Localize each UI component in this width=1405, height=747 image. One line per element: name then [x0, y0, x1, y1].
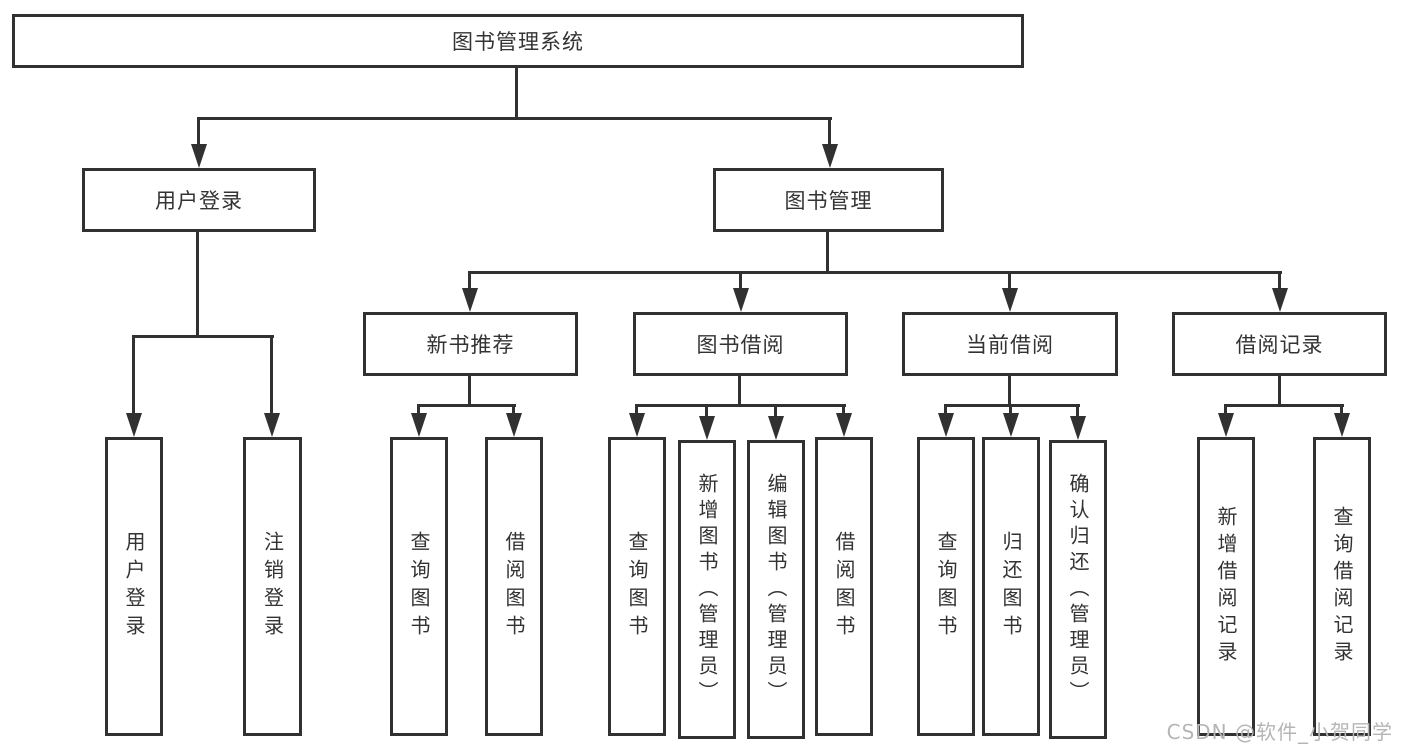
- leaf-label: 查询图书: [407, 530, 431, 643]
- connector-hline: [197, 117, 832, 120]
- connector-vline: [512, 404, 515, 418]
- connector-vline: [132, 335, 135, 415]
- leaf-cb-confirm-return-admin: 确认归还（管理员）: [1049, 440, 1107, 739]
- connector-hline: [1224, 404, 1344, 407]
- node-new-book-recommend: 新书推荐: [363, 312, 578, 376]
- connector-arrowhead: [699, 416, 715, 440]
- connector-vline: [1076, 404, 1079, 418]
- connector-arrowhead: [462, 288, 478, 312]
- leaf-label: 归还图书: [999, 530, 1023, 643]
- connector-vline: [1008, 376, 1011, 407]
- leaf-label: 查询图书: [625, 530, 649, 643]
- node-book-borrowing: 图书借阅: [633, 312, 848, 376]
- node-label: 图书借阅: [696, 333, 785, 357]
- leaf-br-query-record: 查询借阅记录: [1313, 437, 1371, 736]
- leaf-label: 注销登录: [260, 530, 285, 643]
- connector-vline: [515, 68, 518, 118]
- node-label: 图书管理: [784, 189, 873, 213]
- connector-arrowhead: [506, 413, 522, 437]
- connector-arrowhead: [822, 144, 838, 168]
- node-borrow-records: 借阅记录: [1172, 312, 1387, 376]
- connector-arrowhead: [1218, 413, 1234, 437]
- connector-arrowhead: [1272, 288, 1288, 312]
- connector-hline: [944, 404, 1080, 407]
- connector-vline: [842, 404, 845, 418]
- leaf-rec-borrow-books: 借阅图书: [485, 437, 543, 736]
- connector-vline: [197, 117, 200, 147]
- leaf-logout: 注销登录: [243, 437, 302, 736]
- connector-hline: [132, 335, 274, 338]
- leaf-label: 用户登录: [122, 530, 146, 643]
- leaf-label: 借阅图书: [502, 530, 526, 643]
- connector-arrowhead: [733, 288, 749, 312]
- connector-arrowhead: [1334, 413, 1350, 437]
- connector-arrowhead: [1003, 413, 1019, 437]
- connector-arrowhead: [836, 413, 852, 437]
- node-current-borrowing: 当前借阅: [902, 312, 1118, 376]
- connector-vline: [1009, 404, 1012, 418]
- leaf-cb-return-books: 归还图书: [982, 437, 1040, 736]
- connector-vline: [468, 271, 471, 291]
- node-label: 借阅记录: [1235, 333, 1324, 357]
- leaf-label: 查询借阅记录: [1330, 505, 1354, 668]
- connector-vline: [417, 404, 420, 418]
- leaf-label: 确认归还（管理员）: [1066, 472, 1090, 707]
- connector-hline: [635, 404, 846, 407]
- connector-vline: [635, 404, 638, 418]
- connector-vline: [196, 232, 199, 338]
- leaf-user-login: 用户登录: [105, 437, 163, 736]
- leaf-label: 查询图书: [934, 530, 958, 643]
- connector-vline: [774, 404, 777, 418]
- node-library-management-system: 图书管理系统: [12, 14, 1024, 68]
- leaf-label: 新增借阅记录: [1214, 505, 1238, 668]
- connector-arrowhead: [191, 144, 207, 168]
- leaf-cb-query-books: 查询图书: [917, 437, 975, 736]
- leaf-bb-add-books-admin: 新增图书（管理员）: [678, 440, 736, 739]
- connector-arrowhead: [938, 413, 954, 437]
- node-label: 当前借阅: [966, 333, 1054, 357]
- node-book-management: 图书管理: [713, 168, 944, 232]
- connector-hline: [468, 271, 1282, 274]
- leaf-bb-edit-books-admin: 编辑图书（管理员）: [747, 440, 805, 739]
- connector-arrowhead: [629, 413, 645, 437]
- connector-arrowhead: [264, 413, 280, 437]
- connector-vline: [705, 404, 708, 418]
- connector-arrowhead: [411, 413, 427, 437]
- connector-vline: [468, 376, 471, 407]
- leaf-label: 编辑图书（管理员）: [764, 472, 788, 707]
- connector-vline: [270, 335, 273, 415]
- connector-vline: [1008, 271, 1011, 291]
- connector-vline: [739, 271, 742, 291]
- connector-vline: [1340, 404, 1343, 418]
- node-label: 用户登录: [155, 189, 243, 213]
- leaf-rec-query-books: 查询图书: [390, 437, 448, 736]
- connector-vline: [738, 376, 741, 407]
- connector-arrowhead: [126, 413, 142, 437]
- leaf-bb-borrow-books: 借阅图书: [815, 437, 873, 736]
- connector-vline: [826, 232, 829, 274]
- connector-arrowhead: [768, 416, 784, 440]
- node-user-login: 用户登录: [82, 168, 316, 232]
- connector-arrowhead: [1070, 416, 1086, 440]
- leaf-br-add-record: 新增借阅记录: [1197, 437, 1255, 736]
- connector-hline: [417, 404, 516, 407]
- connector-vline: [1224, 404, 1227, 418]
- connector-arrowhead: [1002, 288, 1018, 312]
- csdn-watermark: CSDN @软件_小贺同学: [1166, 720, 1393, 744]
- leaf-label: 新增图书（管理员）: [695, 472, 719, 707]
- connector-vline: [828, 117, 831, 147]
- leaf-label: 借阅图书: [832, 530, 856, 643]
- connector-vline: [944, 404, 947, 418]
- connector-vline: [1278, 376, 1281, 407]
- connector-vline: [1278, 271, 1281, 291]
- node-label: 新书推荐: [426, 333, 515, 357]
- node-label: 图书管理系统: [452, 30, 584, 54]
- leaf-bb-query-books: 查询图书: [608, 437, 666, 736]
